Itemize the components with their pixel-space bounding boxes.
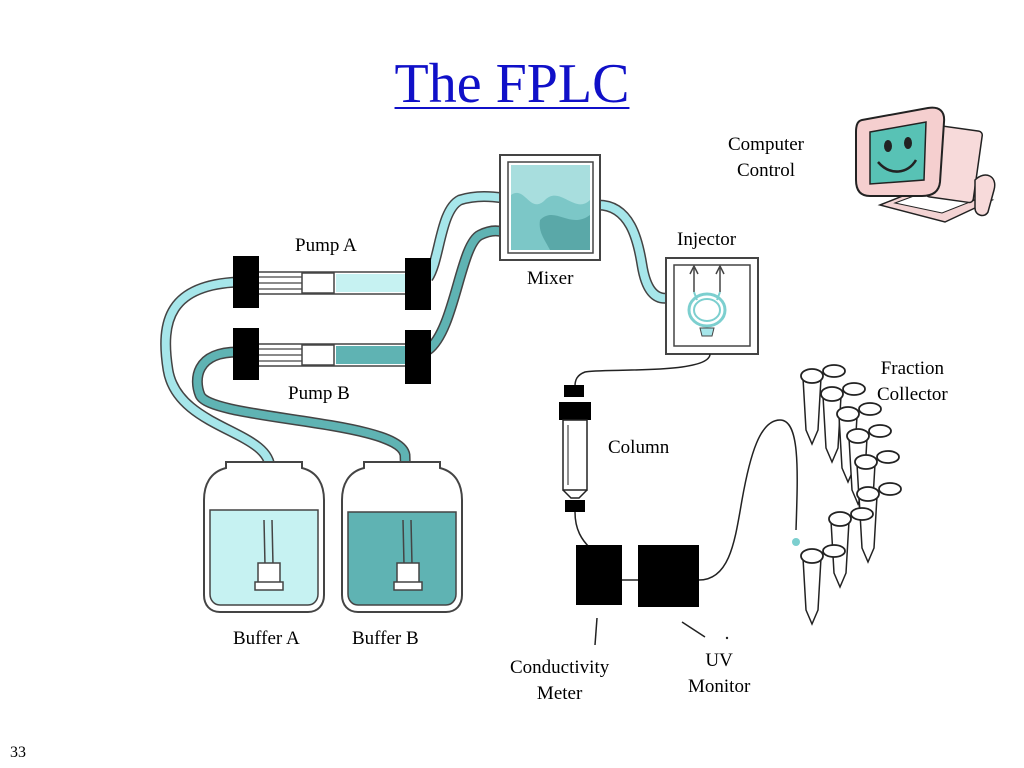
tube-mixer-to-injector — [597, 199, 669, 304]
pump-b — [233, 328, 431, 384]
pump-a — [233, 256, 431, 310]
tube-injector-to-column — [574, 353, 711, 387]
mixer — [499, 154, 601, 261]
uv-monitor-unit — [638, 545, 699, 607]
uv-monitor-pointer — [681, 621, 706, 638]
tube-column-to-conductivity — [574, 511, 591, 549]
fraction-tube — [800, 544, 846, 626]
buffer-a-label: Buffer A — [233, 628, 300, 649]
buffer-a-bottle — [203, 461, 325, 613]
fraction-collector — [800, 364, 902, 626]
column-label: Column — [608, 437, 670, 458]
fraction-tube — [820, 382, 866, 464]
drop-icon — [792, 538, 800, 546]
conductivity-meter-unit — [576, 545, 622, 605]
tube-buffer-a-to-pump-a — [160, 276, 276, 526]
pump-b-label: Pump B — [288, 383, 350, 404]
fraction-tube — [856, 482, 902, 564]
tube-uv-to-fraction-collector — [698, 419, 798, 581]
pump-a-label: Pump A — [295, 235, 357, 256]
uv-monitor-label: UV Monitor — [688, 650, 751, 697]
tube-pump-b-to-mixer — [424, 225, 505, 355]
conductivity-meter-pointer — [594, 617, 598, 646]
column — [559, 385, 591, 512]
tube-buffer-b-to-pump-b — [191, 346, 413, 526]
page-number: 33 — [10, 744, 26, 761]
buffer-b-label: Buffer B — [352, 628, 419, 649]
mixer-label: Mixer — [527, 268, 574, 289]
conductivity-meter-label: Conductivity Meter — [510, 657, 610, 704]
computer-control-label: Computer Control — [728, 134, 804, 181]
buffer-b-bottle — [341, 461, 463, 613]
injector-label: Injector — [677, 229, 737, 250]
tube-pump-a-to-mixer — [423, 190, 504, 282]
uv-monitor-pointer-dot — [725, 636, 729, 640]
injector — [665, 257, 759, 355]
computer-icon — [855, 106, 996, 223]
slide-title: The FPLC — [394, 53, 630, 115]
fraction-collector-label: Fraction Collector — [877, 358, 948, 405]
fraction-tube — [800, 364, 846, 446]
